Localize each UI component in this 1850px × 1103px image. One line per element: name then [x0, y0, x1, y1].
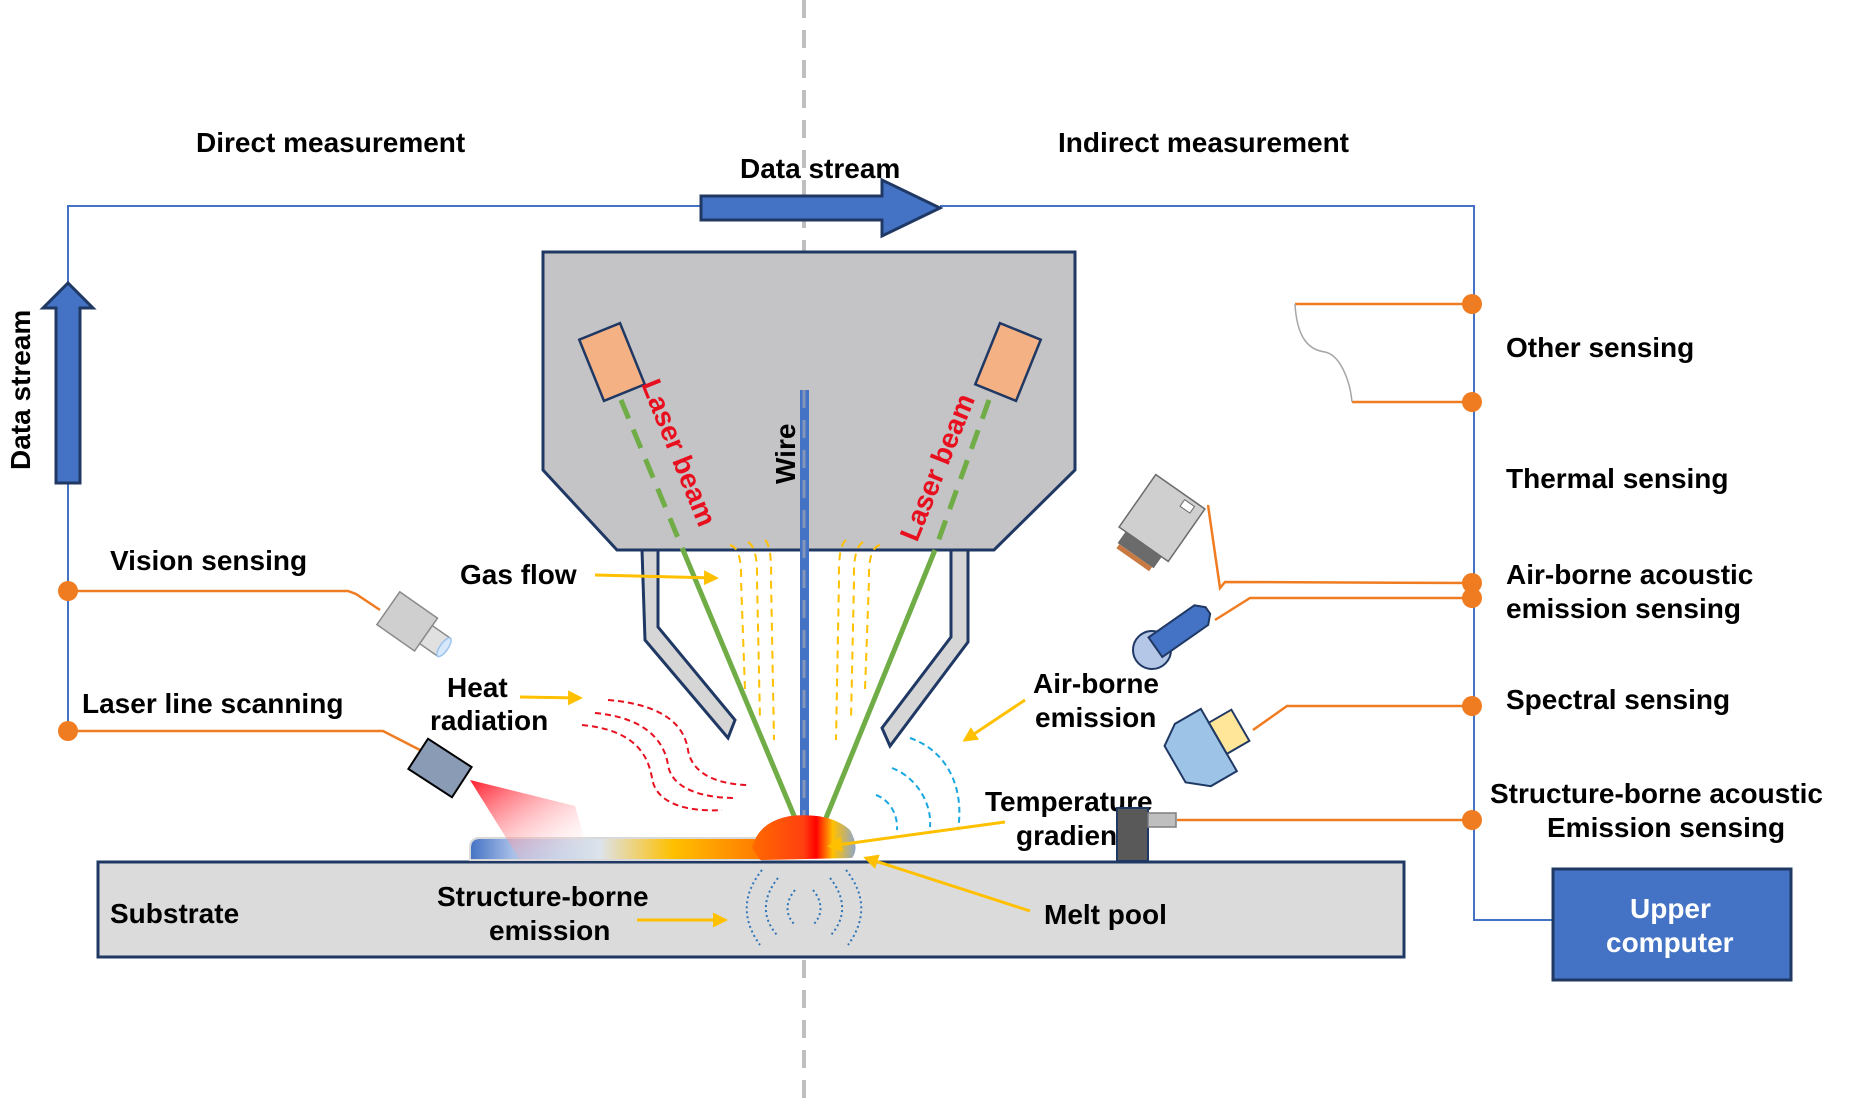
sensor-thermal[interactable]: Thermal sensing: [1108, 463, 1729, 593]
laser-line-fan: [470, 780, 590, 860]
vision-sensor-wire: [68, 589, 381, 612]
structure-sensing-label-line2: Emission sensing: [1547, 812, 1785, 843]
airborne-emission-waves: [875, 737, 961, 831]
airborne-emission-callout-arrow: [962, 698, 1026, 742]
laser-line-node-dot[interactable]: [58, 721, 78, 741]
airborne-sensing-label-line2: emission sensing: [1506, 593, 1741, 624]
structure-emission-label-line1: Structure-borne: [437, 881, 649, 912]
ae-sensor-icon: [1116, 807, 1177, 862]
spectral-sensor-wire: [1252, 704, 1472, 732]
data-stream-label-horizontal: Data stream: [740, 153, 900, 184]
gas-flow-lines: [729, 539, 881, 741]
data-stream-arrow-horizontal: [699, 177, 944, 239]
data-bus-right: [940, 205, 1553, 921]
thermal-sensing-label: Thermal sensing: [1506, 463, 1729, 494]
laser-beam-right: [823, 549, 938, 819]
substrate: [96, 860, 1406, 959]
heat-radiation-callout-arrow: [519, 690, 583, 706]
melt-pool-label: Melt pool: [1044, 899, 1167, 930]
vision-sensing-label: Vision sensing: [110, 545, 307, 576]
sensor-airborne[interactable]: Air-borne acoustic emission sensing: [1132, 559, 1753, 670]
thermal-sensor-wire: [1206, 504, 1473, 591]
nozzle-left: [640, 548, 737, 741]
melt-pool-callout-arrow: [863, 854, 1031, 913]
heat-radiation-waves: [581, 699, 751, 812]
other-sensing-label: Other sensing: [1506, 332, 1694, 363]
probe-cable-icon: [1294, 303, 1353, 403]
other-node-dot-top[interactable]: [1462, 294, 1482, 314]
structure-node-dot[interactable]: [1462, 810, 1482, 830]
sensor-laser-line[interactable]: Laser line scanning: [58, 688, 473, 799]
data-stream-label-vertical: Data stream: [5, 310, 36, 470]
structure-sensing-label-line1: Structure-borne acoustic: [1490, 778, 1823, 809]
thermal-sensor-wire-visible: [1210, 500, 1472, 583]
laser-source-left: [577, 321, 647, 403]
laser-beam-left: [680, 549, 798, 819]
structure-borne-waves: [745, 869, 863, 946]
upper-computer[interactable]: Upper computer: [1551, 867, 1793, 982]
heat-radiation-label-line1: Heat: [447, 672, 508, 703]
laser-beam-left-internal: [618, 399, 686, 551]
laser-source-right: [973, 321, 1043, 403]
sensor-spectral[interactable]: Spectral sensing: [1158, 684, 1731, 796]
data-bus-left: [67, 205, 700, 740]
direct-measurement-title: Direct measurement: [196, 127, 465, 158]
gas-flow-callout-arrow: [594, 570, 719, 586]
laser-beam-right-internal: [932, 399, 992, 551]
thermal-node-dot[interactable]: [1462, 573, 1482, 593]
sensor-other[interactable]: Other sensing: [1294, 294, 1694, 412]
camera-icon: [375, 590, 452, 658]
temperature-gradient-label-line2: gradient: [1016, 820, 1126, 851]
temperature-gradient-callout-arrow: [827, 820, 1006, 852]
substrate-label: Substrate: [110, 898, 239, 929]
heat-radiation-label-line2: radiation: [430, 705, 548, 736]
vision-node-dot[interactable]: [58, 581, 78, 601]
wire-label: Wire: [770, 424, 801, 484]
indirect-measurement-title: Indirect measurement: [1058, 127, 1349, 158]
structure-emission-label-line2: emission: [489, 915, 610, 946]
airborne-emission-label-line2: emission: [1035, 702, 1156, 733]
laser-line-scanning-label: Laser line scanning: [82, 688, 343, 719]
spectrometer-icon: [1163, 707, 1251, 788]
microphone-icon: [1132, 604, 1212, 670]
upper-computer-label-line2: computer: [1606, 927, 1734, 958]
laser-line-sensor-wire: [68, 729, 421, 752]
nozzle-right: [880, 548, 970, 749]
airborne-sensing-label-line1: Air-borne acoustic: [1506, 559, 1753, 590]
airborne-sensor-wire: [1214, 596, 1472, 622]
airborne-emission-label-line1: Air-borne: [1033, 668, 1159, 699]
laser-scanner-icon: [407, 737, 473, 799]
sensor-vision[interactable]: Vision sensing: [58, 545, 459, 666]
upper-computer-label-line1: Upper: [1630, 893, 1711, 924]
spectral-node-dot[interactable]: [1462, 696, 1482, 716]
data-stream-arrow-vertical: [39, 280, 97, 485]
spectral-sensing-label: Spectral sensing: [1506, 684, 1730, 715]
airborne-node-dot[interactable]: [1462, 588, 1482, 608]
melt-pool: [752, 815, 856, 860]
thermal-camera-icon: [1116, 473, 1206, 572]
sensor-structure-borne[interactable]: Structure-borne acoustic Emission sensin…: [1116, 778, 1823, 862]
gas-flow-label: Gas flow: [460, 559, 577, 590]
other-node-dot-bottom[interactable]: [1462, 392, 1482, 412]
